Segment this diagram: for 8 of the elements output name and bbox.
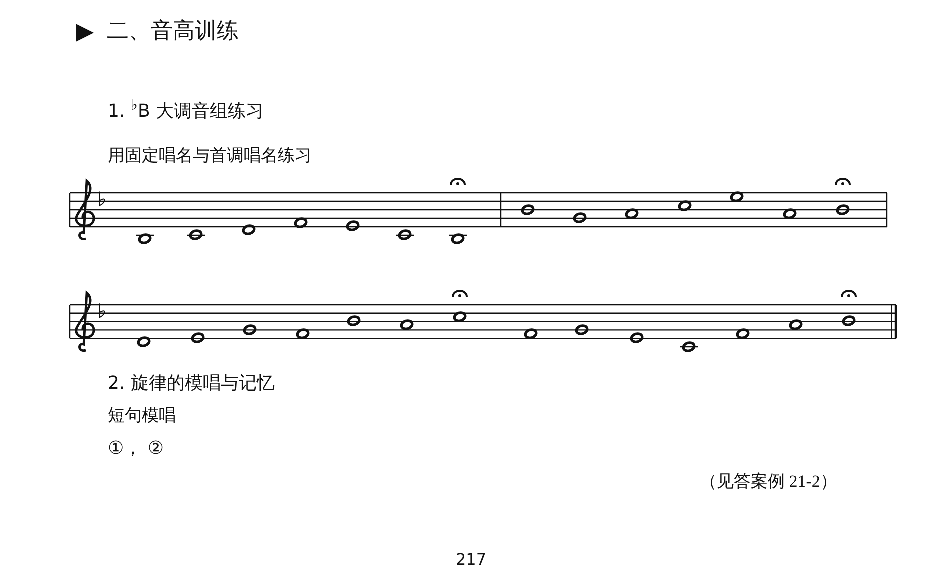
instruction-text: 短句模唱 bbox=[108, 406, 176, 426]
exercise-heading: 1. $^{♭}$B 大调音组练习 bbox=[108, 96, 264, 123]
answer-reference: （见答案例 21-2） bbox=[700, 472, 838, 492]
instruction-text: 用固定唱名与首调唱名练习 bbox=[108, 146, 312, 166]
section-heading: 二、音高训练 bbox=[107, 19, 239, 46]
page-number: 217 bbox=[456, 550, 487, 566]
exercise-heading: 2. 旋律的模唱与记忆 bbox=[108, 373, 275, 395]
exercise-numbers: ①， ② bbox=[108, 438, 164, 460]
